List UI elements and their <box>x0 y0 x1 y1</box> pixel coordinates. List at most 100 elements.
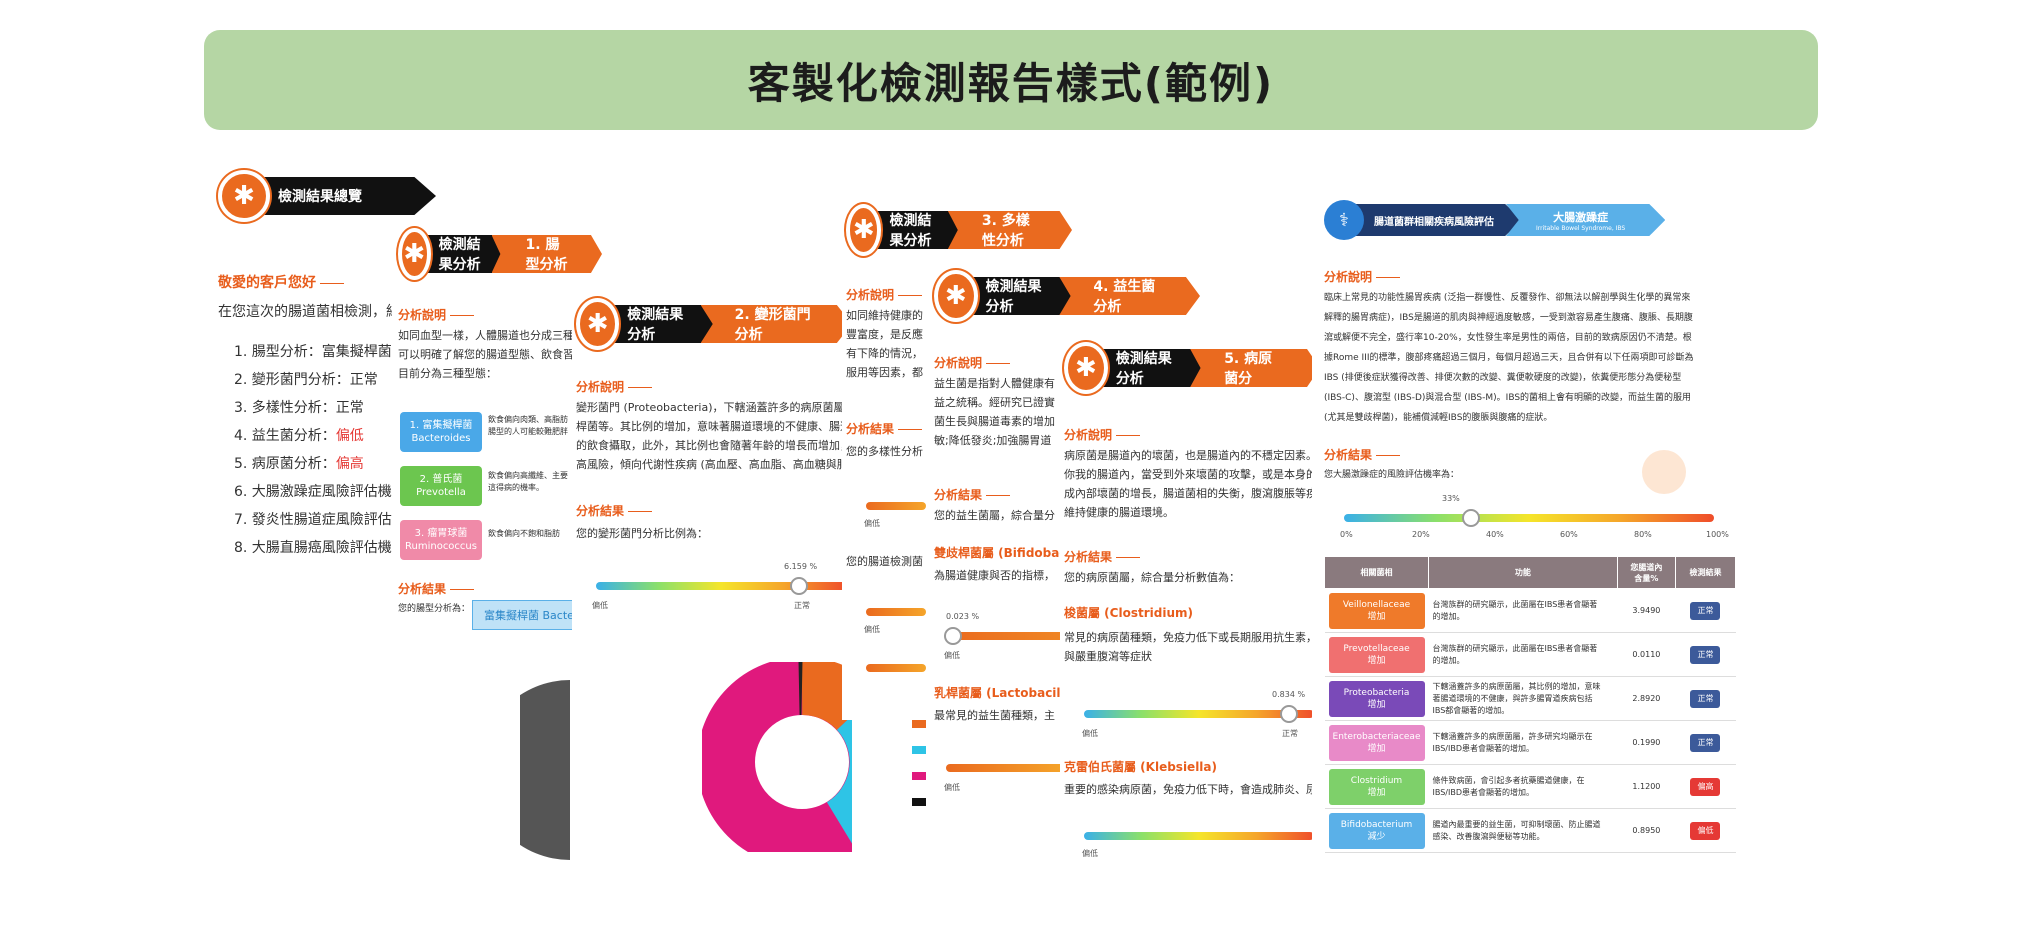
pathogen-header: ✱ 檢測結果分析 5. 病原菌分 <box>1064 342 1320 394</box>
bifido-gauge-value: 0.023 % <box>946 612 980 621</box>
greeting: 敬愛的客戶您好 <box>218 272 344 292</box>
pathogen-header-left: 檢測結果分析 <box>1093 349 1211 387</box>
bacteria-icon: ✱ <box>576 298 620 350</box>
ibs-header-title: 大腸激躁症 <box>1553 210 1609 224</box>
ibs-result-title: 分析結果 <box>1324 446 1400 463</box>
bacteria-cell: Bifidobacterium 減少 <box>1324 808 1429 853</box>
th-function: 功能 <box>1428 556 1618 589</box>
bacteria-label: Veillonellaceae 增加 <box>1328 592 1425 629</box>
pathogen-result-text: 您的病原菌屬，綜合量分析數值為： <box>1064 571 1240 584</box>
percent-cell: 3.9490 <box>1617 588 1676 633</box>
clostridium-gauge-knob <box>1280 705 1298 723</box>
percent-cell: 2.8920 <box>1617 676 1676 721</box>
klebsiella-title: 克雷伯氏菌屬 (Klebsiella) <box>1064 760 1218 774</box>
enterotype-result-text: 您的腸型分析為： <box>398 604 471 614</box>
pathogen-analysis-title: 分析說明 <box>1064 426 1140 443</box>
diversity-header-left: 檢測結果分析 <box>867 211 968 249</box>
bifido-text: 為腸道健康與否的指標， <box>934 569 1055 582</box>
legend-swatch-dark <box>912 798 926 806</box>
ibs-tick-80: 80% <box>1634 530 1652 539</box>
diversity-gauge-bar-3 <box>866 664 926 672</box>
bifido-gauge-low: 偏低 <box>944 651 960 660</box>
enterotype-header: ✱ 檢測結果分析 1. 腸型分析 <box>398 228 602 280</box>
bacteria-label: Enterobacteriaceae 增加 <box>1328 724 1425 761</box>
table-header-row: 相關菌相 功能 您腸道內 含量% 檢測結果 <box>1324 556 1737 589</box>
proteo-result-text: 您的變形菌門分析比例為： <box>576 527 708 540</box>
overview-item-7: 7. 發炎性腸道症風險評估機率 <box>234 512 420 528</box>
percent-cell: 0.0110 <box>1617 632 1676 677</box>
percent-cell: 0.1990 <box>1617 720 1676 765</box>
diversity-result-text: 您的多樣性分析 <box>846 445 923 458</box>
type-desc-bacteroides: 飲食偏向肉類、高脂肪 腸型的人可能較難肥胖 <box>488 415 568 436</box>
probiotic-header: ✱ 檢測結果分析 4. 益生菌分析 <box>934 270 1200 322</box>
result-badge: 正常 <box>1690 601 1721 620</box>
ibs-tick-60: 60% <box>1560 530 1578 539</box>
bifido-title: 雙歧桿菌屬 (Bifidobac <box>934 546 1067 560</box>
overview-intro: 在您這次的腸道菌相檢測，結 <box>218 304 400 320</box>
table-row: Bifidobacterium 減少腸道內最重要的益生菌，可抑制壞菌、防止腸道 … <box>1324 808 1736 853</box>
table-row: Clostridium 增加條件致病菌，會引起多者抗藥腸道健康，在 IBS/IB… <box>1324 764 1736 809</box>
percent-cell: 1.1200 <box>1617 764 1676 809</box>
ibs-gauge-value: 33% <box>1442 494 1460 503</box>
pathogen-header-right: 5. 病原菌分 <box>1190 349 1320 387</box>
bacteria-label: Bifidobacterium 減少 <box>1328 812 1425 849</box>
result-cell: 正常 <box>1675 588 1736 633</box>
probiotic-analysis-title: 分析說明 <box>934 354 1010 371</box>
proteo-gauge-bar <box>596 582 846 590</box>
proteo-gauge-normal: 正常 <box>794 601 810 610</box>
probiotic-result-title: 分析結果 <box>934 486 1010 503</box>
bacteria-cell: Enterobacteriaceae 增加 <box>1324 720 1429 765</box>
overview-item-1: 1. 腸型分析：富集擬桿菌 Ba <box>234 344 415 360</box>
clostridium-gauge-bar <box>1084 710 1314 718</box>
proteo-gauge-knob <box>790 577 808 595</box>
enterotype-card: ✱ 檢測結果分析 1. 腸型分析 分析說明 如同血型一樣，人體腸道也分成三種 可… <box>392 222 602 642</box>
probiotic-header-right: 4. 益生菌分析 <box>1059 277 1200 315</box>
th-result: 檢測結果 <box>1674 556 1737 589</box>
legend-swatch-magenta <box>912 772 926 780</box>
proteo-header-left: 檢測結果分析 <box>605 305 721 343</box>
result-cell: 正常 <box>1675 720 1736 765</box>
function-cell: 台灣族群的研究顯示，此菌屬在IBS患者會顯著 的增加。 <box>1428 632 1618 677</box>
bacteria-cell: Prevotellaceae 增加 <box>1324 632 1429 677</box>
bacteria-icon: ✱ <box>934 270 978 322</box>
overview-header: ✱ 檢測結果總覽 <box>218 170 436 222</box>
result-badge: 偏高 <box>1690 777 1721 796</box>
ibs-tick-40: 40% <box>1486 530 1504 539</box>
overview-item-8: 8. 大腸直腸癌風險評估機率： <box>234 540 420 556</box>
probiotic-result-text: 您的益生菌屬，綜合量分 <box>934 509 1055 522</box>
table-row: Veillonellaceae 增加台灣族群的研究顯示，此菌屬在IBS患者會顯著… <box>1324 588 1736 633</box>
bacteria-icon: ✱ <box>1064 342 1108 394</box>
diversity-gauge-low-2: 偏低 <box>864 625 880 634</box>
bacteria-cell: Clostridium 增加 <box>1324 764 1429 809</box>
dna-icon: ⚕ <box>1324 200 1364 240</box>
klebsiella-gauge-low: 偏低 <box>1082 849 1098 858</box>
overview-item-3: 3. 多樣性分析：正常 <box>234 400 364 416</box>
percent-cell: 0.8950 <box>1617 808 1676 853</box>
bacteria-icon: ✱ <box>398 228 431 280</box>
pathogen-card: ✱ 檢測結果分析 5. 病原菌分 分析說明 病原菌是腸道內的壞菌，也是腸道內的不… <box>1060 338 1320 868</box>
ibs-result-text: 您大腸激躁症的風險評估機率為： <box>1324 470 1460 480</box>
diversity-gauge-bar <box>866 502 926 510</box>
overview-list: 1. 腸型分析：富集擬桿菌 Ba 2. 變形菌門分析：正常 3. 多樣性分析：正… <box>234 338 420 562</box>
diversity-header-right: 3. 多樣性分析 <box>947 211 1072 249</box>
ibs-risk-card: ⚕ 腸道菌群相關疾病風險評估 大腸激躁症 Irritable Bowel Syn… <box>1312 192 1748 872</box>
clostridium-title: 梭菌屬 (Clostridium) <box>1064 606 1193 620</box>
proteo-gauge-value: 6.159 % <box>784 562 818 571</box>
pathogen-result-title: 分析結果 <box>1064 548 1140 565</box>
overview-item-5: 5. 病原菌分析：偏高 <box>234 456 364 472</box>
probiotic-analysis-text: 益生菌是指對人體健康有 益之統稱。經研究已證實 菌生長與腸道毒素的增加 敏;降低… <box>934 377 1055 447</box>
table-row: Proteobacteria 增加下轄涵蓋許多的病原菌屬，其比例的增加，意味 著… <box>1324 676 1736 721</box>
diversity-detect-text: 您的腸道檢測菌 <box>846 555 923 568</box>
overview-header-label: 檢測結果總覽 <box>256 177 436 215</box>
bacteria-icon: ✱ <box>846 204 882 256</box>
type-tag-bacteroides: 1. 富集擬桿菌 Bacteroides <box>400 412 482 452</box>
klebsiella-text: 重要的感染病原菌，免疫力低下時，會造成肺炎、尿 <box>1064 783 1317 796</box>
result-cell: 偏高 <box>1675 764 1736 809</box>
type-desc-prevotella: 飲食偏向高纖維、主要 這得病的機率。 <box>488 471 568 492</box>
diversity-result-title: 分析結果 <box>846 420 922 437</box>
bacteria-label: Clostridium 增加 <box>1328 768 1425 805</box>
proteo-analysis-title: 分析說明 <box>576 378 652 395</box>
ibs-bacteria-table: 相關菌相 功能 您腸道內 含量% 檢測結果 Veillonellaceae 增加… <box>1324 556 1737 853</box>
ibs-header-subtitle: Irritable Bowel Syndrome, IBS <box>1536 224 1626 232</box>
bacteria-icon: ✱ <box>218 170 270 222</box>
